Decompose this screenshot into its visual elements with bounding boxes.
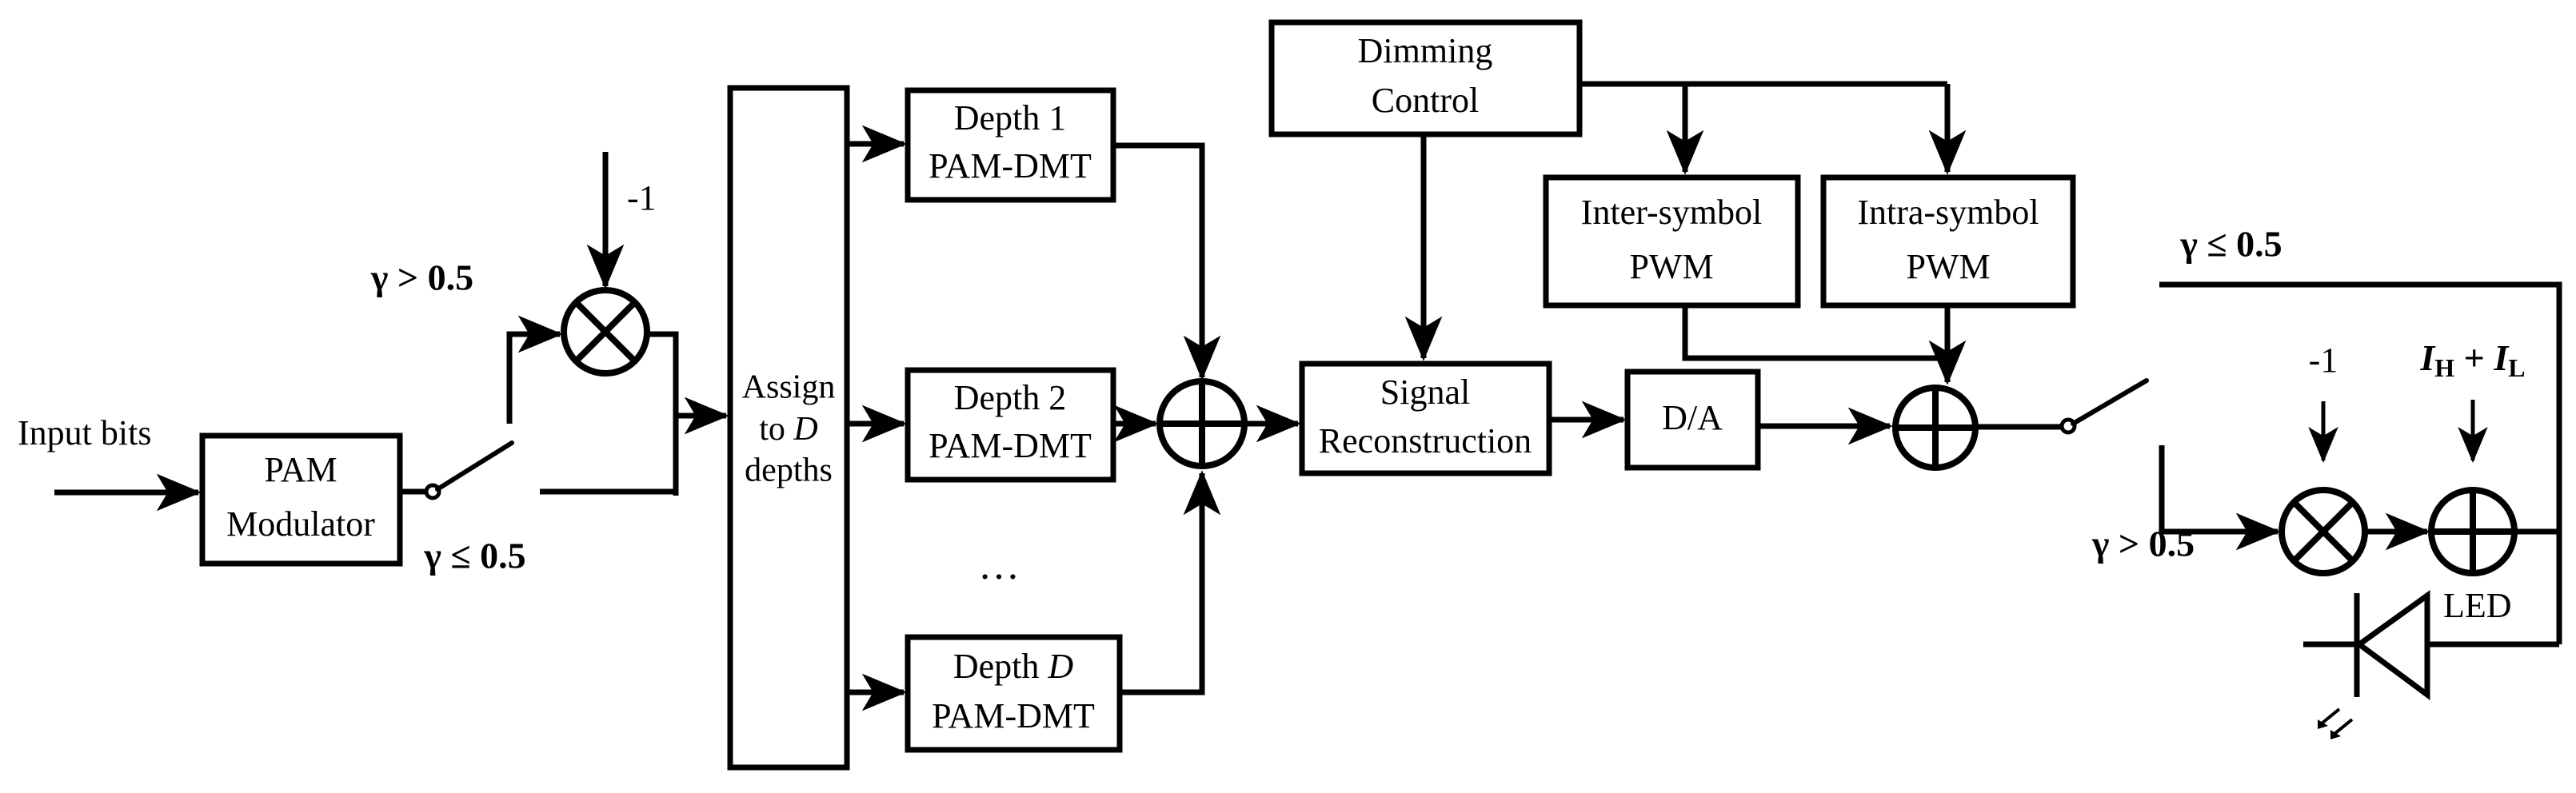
digital-to-analog-block <box>1624 369 1761 471</box>
assign-label-line3: depths <box>745 452 833 489</box>
gamma-switch-right-arm[interactable] <box>2071 378 2149 426</box>
led-label: LED <box>2443 586 2512 625</box>
gamma-gt-label-left: γ > 0.5 <box>370 257 473 298</box>
depth-2-label-line2: PAM-DMT <box>929 426 1092 465</box>
multiplier-right-stroke-b <box>2291 500 2355 564</box>
multiplier-left-output-wire <box>649 331 679 492</box>
signal-reconstruction-label-line2: Reconstruction <box>1319 421 1532 460</box>
inter-symbol-pwm-label-line1: Inter-symbol <box>1581 193 1762 232</box>
pam-modulator-block <box>199 432 403 567</box>
multiplier-left-stroke-b <box>573 300 637 364</box>
assign-label-line1: Assign <box>742 369 836 406</box>
intra-symbol-pwm-label-line1: Intra-symbol <box>1857 193 2039 232</box>
dimming-control-block <box>1268 19 1583 137</box>
gamma-le-rail-right <box>2159 281 2562 644</box>
input-bits-label: Input bits <box>18 413 151 452</box>
depth-1-label-line2: PAM-DMT <box>929 146 1092 185</box>
signal-reconstruction-block <box>1299 361 1552 476</box>
depthD-to-summer-wire <box>1120 470 1221 695</box>
led-emission-arrows <box>2318 707 2354 739</box>
signal-reconstruction-label-line1: Signal <box>1380 373 1470 412</box>
intra-symbol-pwm-block <box>1820 174 2076 309</box>
depth-d-label-line1: Depth D <box>953 647 1074 686</box>
dimming-control-label-line1: Dimming <box>1358 31 1493 70</box>
minus-one-label-right: -1 <box>2309 341 2338 380</box>
bias-current-label: IH + IL <box>2419 337 2525 383</box>
inter-symbol-pwm-label-line2: PWM <box>1629 247 1713 286</box>
gamma-gt-branch-wire-right <box>2159 445 2281 551</box>
inter-pwm-output-wire <box>1682 305 1947 361</box>
gamma-gt-branch-wire-left <box>506 315 563 424</box>
gamma-le-label-right: γ ≤ 0.5 <box>2179 224 2282 265</box>
depth-ellipsis: … <box>978 543 1024 588</box>
pam-modulator-label-line2: Modulator <box>226 504 375 544</box>
led-diode-triangle <box>2354 590 2430 700</box>
dac-label: D/A <box>1662 398 1723 437</box>
assign-label-line2: to D <box>759 411 818 448</box>
minus-one-label-left: -1 <box>627 178 657 217</box>
inter-symbol-pwm-block <box>1543 174 1801 309</box>
depth-1-label-line1: Depth 1 <box>954 98 1067 137</box>
depth1-to-summer-wire <box>1113 142 1221 381</box>
assign-to-d-depths-block <box>727 85 850 771</box>
gamma-switch-left-arm[interactable] <box>435 440 514 492</box>
intra-symbol-pwm-label-line2: PWM <box>1906 247 1990 286</box>
depth-1-pam-dmt-block <box>905 87 1116 203</box>
depth-2-label-line1: Depth 2 <box>954 378 1067 417</box>
depth-d-label-line2: PAM-DMT <box>932 696 1095 735</box>
dimming-control-label-line2: Control <box>1372 81 1479 120</box>
gamma-le-label-left: γ ≤ 0.5 <box>423 536 525 576</box>
pam-modulator-label-line1: PAM <box>264 450 337 489</box>
